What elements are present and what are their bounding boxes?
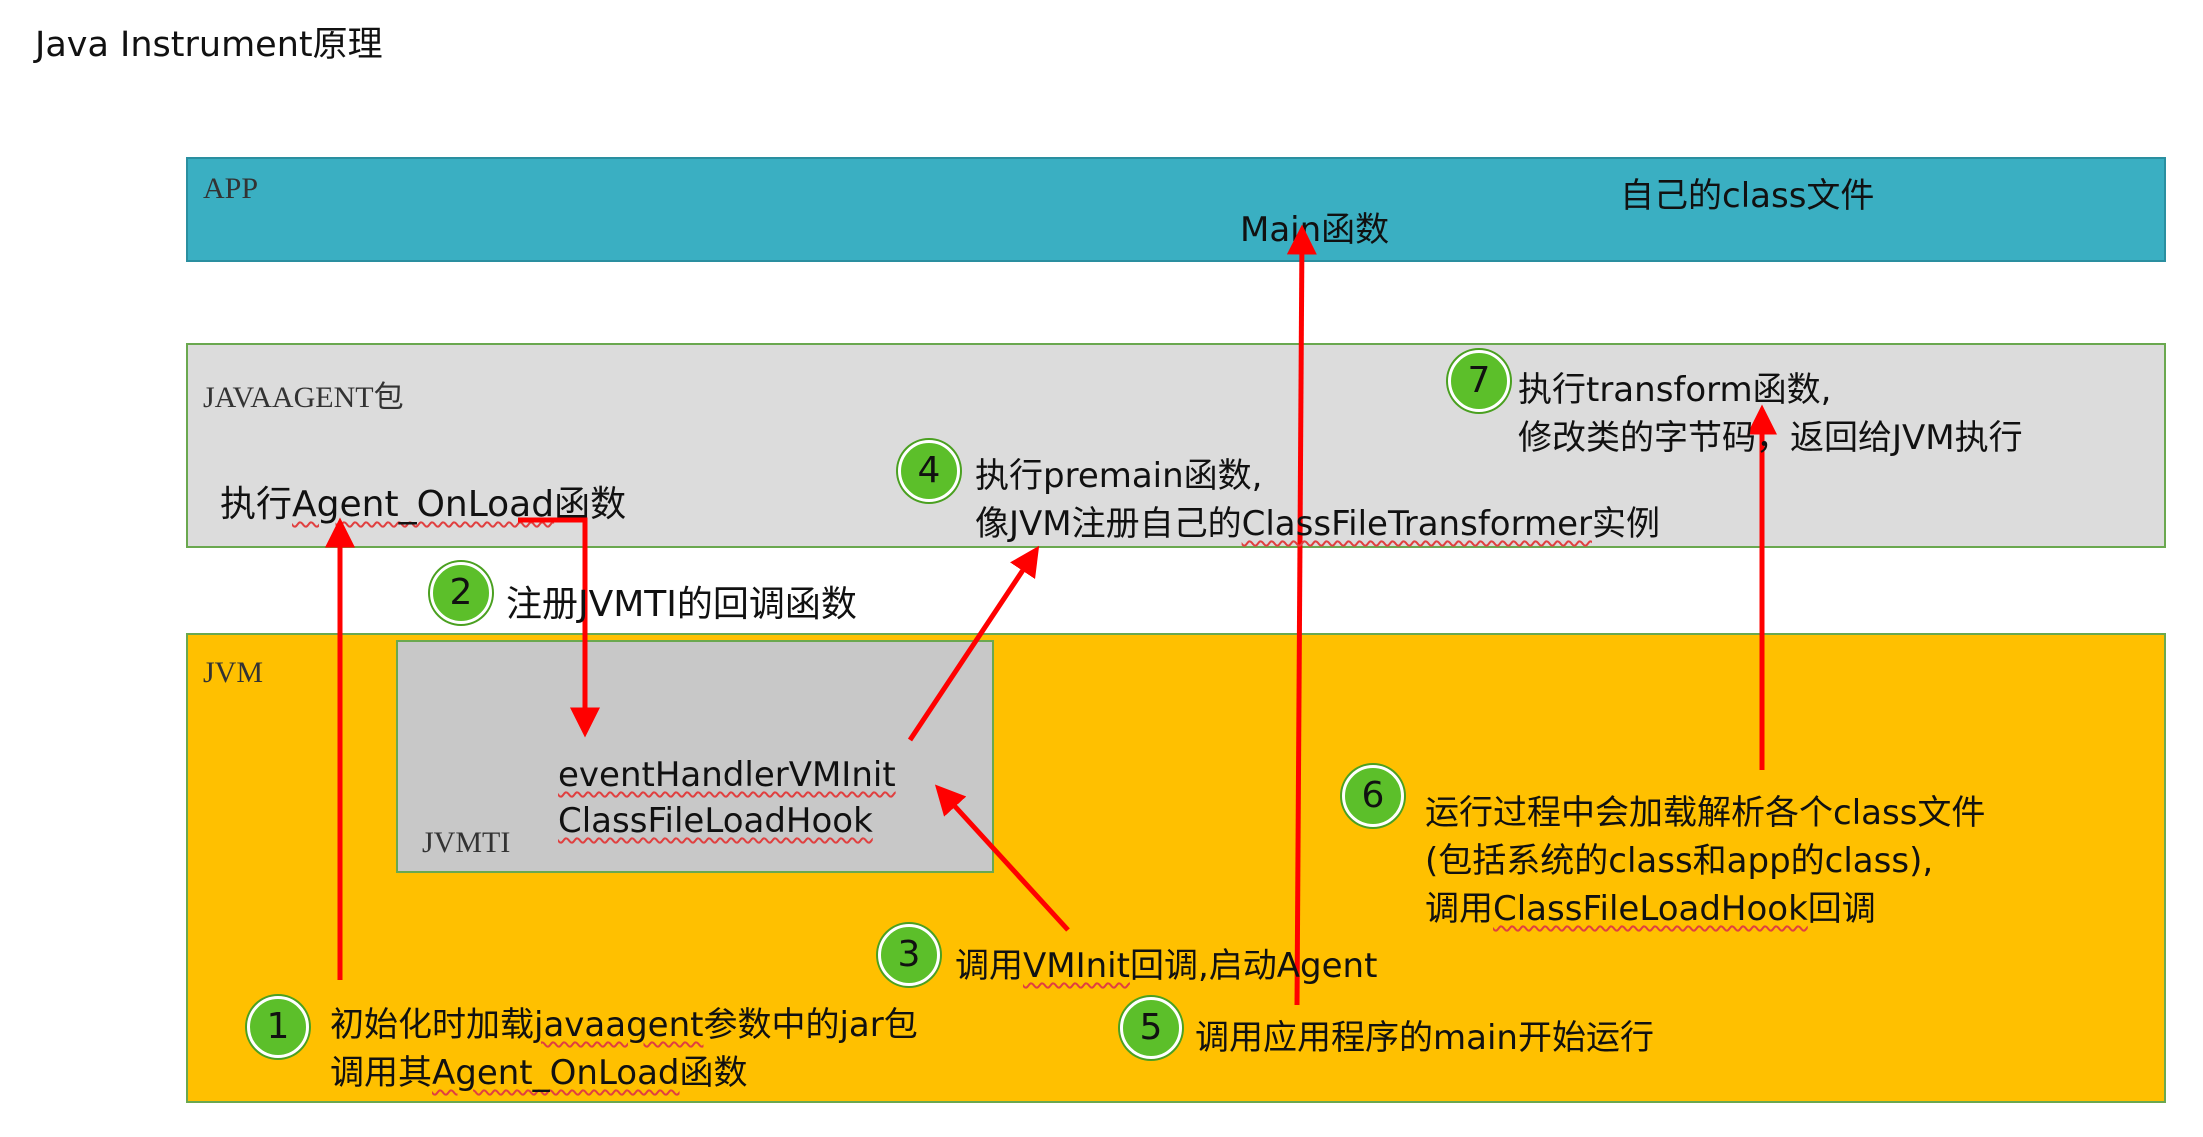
step-6-line2: (包括系统的class和app的class), [1425, 841, 1934, 881]
step-3-badge: 3 [878, 924, 940, 986]
page-title: Java Instrument原理 [35, 25, 383, 65]
app-band-label: APP [203, 172, 259, 205]
step-7-line2: 修改类的字节码，返回给JVM执行 [1518, 418, 2023, 458]
arrow-step3 [934, 784, 1070, 932]
step-7-badge: 7 [1448, 350, 1510, 412]
javaagent-band-label: JAVAAGENT包 [203, 381, 404, 414]
step-1-line1: 初始化时加载javaagent参数中的jar包 [330, 1005, 918, 1045]
arrow-step2 [518, 517, 600, 738]
jvmti-box [396, 640, 994, 873]
step-1-line2: 调用其Agent_OnLoad函数 [330, 1053, 748, 1093]
arrow-step4 [907, 545, 1040, 742]
step-3-text: 调用VMInit回调,启动Agent [955, 946, 1378, 986]
step-2-text: 注册JVMTI的回调函数 [506, 584, 857, 625]
own-class-label: 自己的class文件 [1620, 176, 1875, 216]
step-7-line1: 执行transform函数, [1518, 370, 1832, 410]
step-4-badge: 4 [898, 440, 960, 502]
step-4-line2: 像JVM注册自己的ClassFileTransformer实例 [975, 504, 1660, 544]
step-2-badge: 2 [430, 562, 492, 624]
arrow-step5 [1286, 224, 1317, 1006]
step-5-text: 调用应用程序的main开始运行 [1195, 1018, 1654, 1058]
javaagent-band [186, 343, 2166, 548]
event-handler-vminit-label: eventHandlerVMInit [558, 755, 896, 795]
step-1-badge: 1 [247, 996, 309, 1058]
class-file-load-hook-label: ClassFileLoadHook [558, 801, 873, 841]
jvmti-box-label: JVMTI [422, 826, 511, 859]
app-band [186, 157, 2166, 262]
jvm-band-label: JVM [203, 656, 264, 689]
step-6-line1: 运行过程中会加载解析各个class文件 [1425, 793, 1986, 833]
step-5-badge: 5 [1120, 997, 1182, 1059]
step-6-line3: 调用ClassFileLoadHook回调 [1425, 889, 1876, 929]
step-6-badge: 6 [1342, 765, 1404, 827]
step-4-line1: 执行premain函数, [975, 456, 1263, 496]
